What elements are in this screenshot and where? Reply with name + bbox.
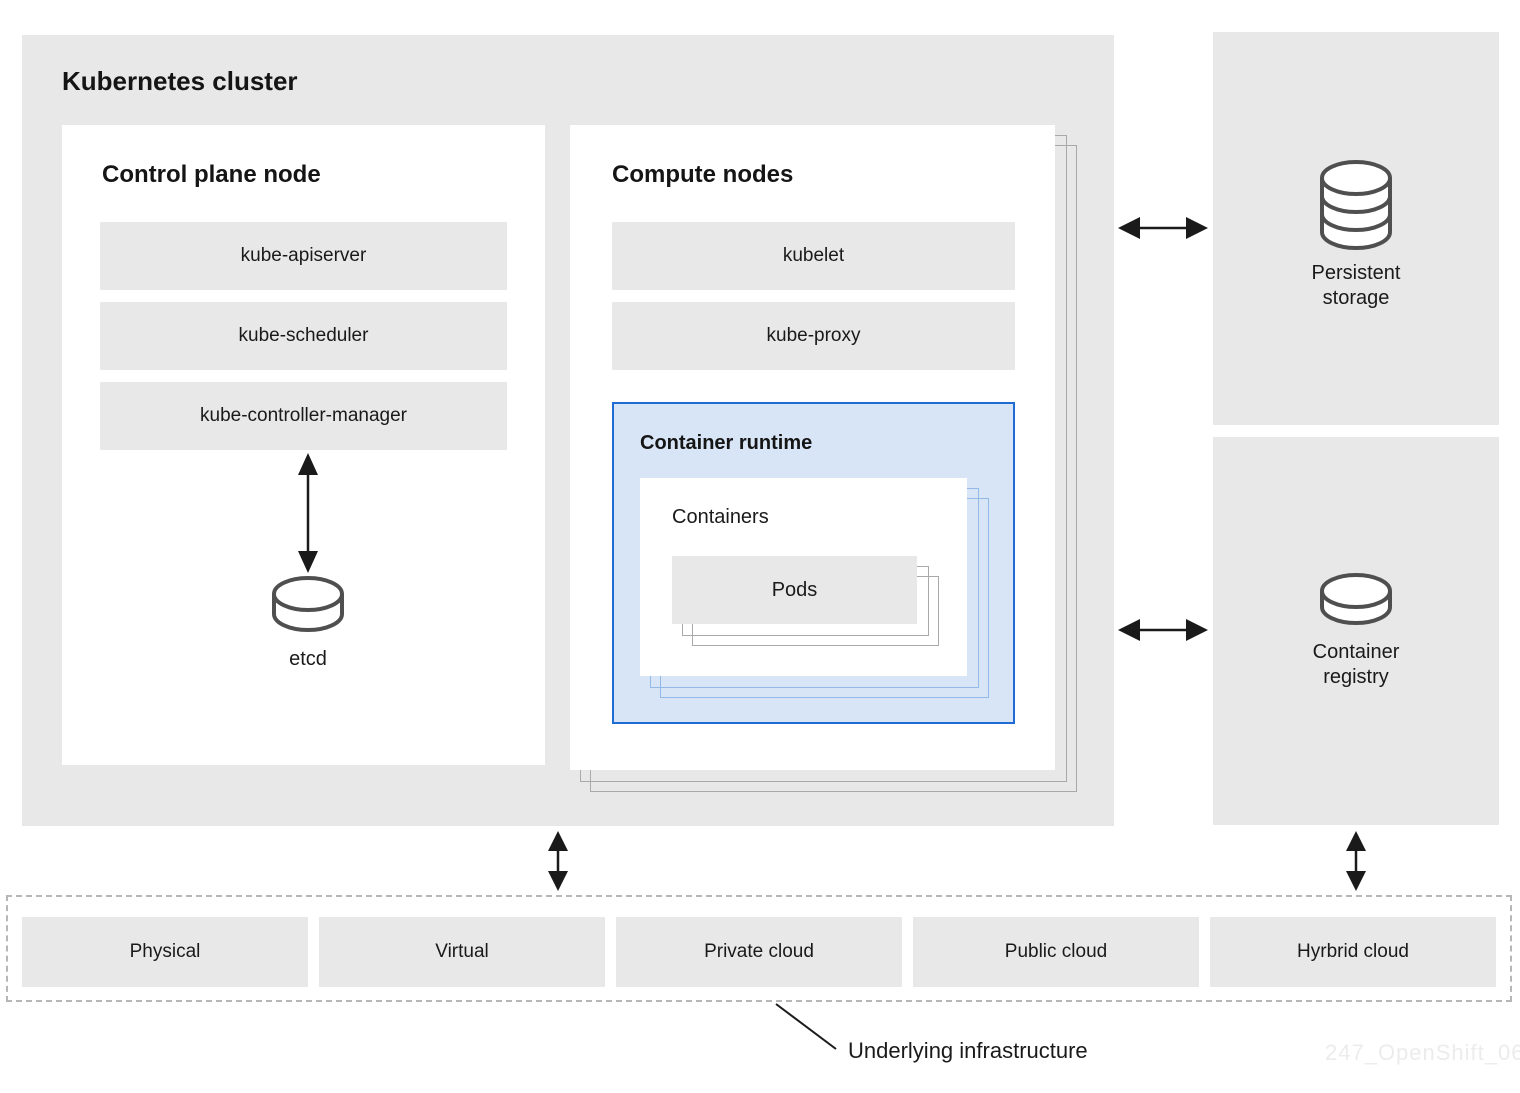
infra-item-hybrid-cloud: Hyrbrid cloud [1210, 917, 1496, 987]
kubelet-bar: kubelet [612, 222, 1015, 290]
double-arrow-vertical-icon [295, 453, 321, 573]
double-arrow-horizontal-storage-icon [1118, 214, 1208, 242]
compute-nodes-title: Compute nodes [612, 161, 794, 188]
container-runtime-title: Container runtime [640, 432, 813, 454]
double-arrow-vertical-cluster-infra-icon [544, 831, 572, 891]
infra-item-physical: Physical [22, 917, 308, 987]
container-registry-label: Container registry [1312, 641, 1400, 688]
kube-apiserver-bar: kube-apiserver [100, 222, 507, 290]
infra-item-public-cloud: Public cloud [913, 917, 1199, 987]
pods-bar: Pods [672, 556, 917, 624]
etcd-datastore: etcd [270, 573, 346, 672]
double-arrow-vertical-registry-infra-icon [1342, 831, 1370, 891]
infrastructure-dashed-box: Physical Virtual Private cloud Public cl… [6, 895, 1512, 1002]
containers-label: Containers [672, 506, 769, 528]
containers-box: Containers Pods [640, 478, 967, 676]
kubernetes-cluster-title: Kubernetes cluster [62, 66, 298, 96]
kube-controller-manager-bar: kube-controller-manager [100, 382, 507, 450]
disk-icon [1318, 570, 1394, 632]
infra-item-private-cloud: Private cloud [616, 917, 902, 987]
control-plane-title: Control plane node [102, 161, 321, 188]
control-plane-node-box: Control plane node kube-apiserver kube-s… [62, 125, 545, 765]
infrastructure-caption: Underlying infrastructure [848, 1038, 1088, 1063]
persistent-storage-box: Persistent storage [1213, 32, 1499, 425]
etcd-label: etcd [289, 648, 327, 670]
watermark-text: 247_OpenShift_0622 [1325, 1040, 1520, 1065]
kube-scheduler-bar: kube-scheduler [100, 302, 507, 370]
persistent-storage-label: Persistent storage [1311, 262, 1401, 309]
database-icon [1318, 157, 1394, 253]
double-arrow-horizontal-registry-icon [1118, 616, 1208, 644]
kube-proxy-bar: kube-proxy [612, 302, 1015, 370]
container-registry-box: Container registry [1213, 437, 1499, 825]
compute-nodes-box: Compute nodes kubelet kube-proxy Contain… [570, 125, 1055, 770]
container-runtime-box: Container runtime Containers Pods [612, 402, 1015, 724]
etcd-disk-icon [270, 573, 346, 639]
callout-line [770, 1002, 842, 1052]
infra-item-virtual: Virtual [319, 917, 605, 987]
